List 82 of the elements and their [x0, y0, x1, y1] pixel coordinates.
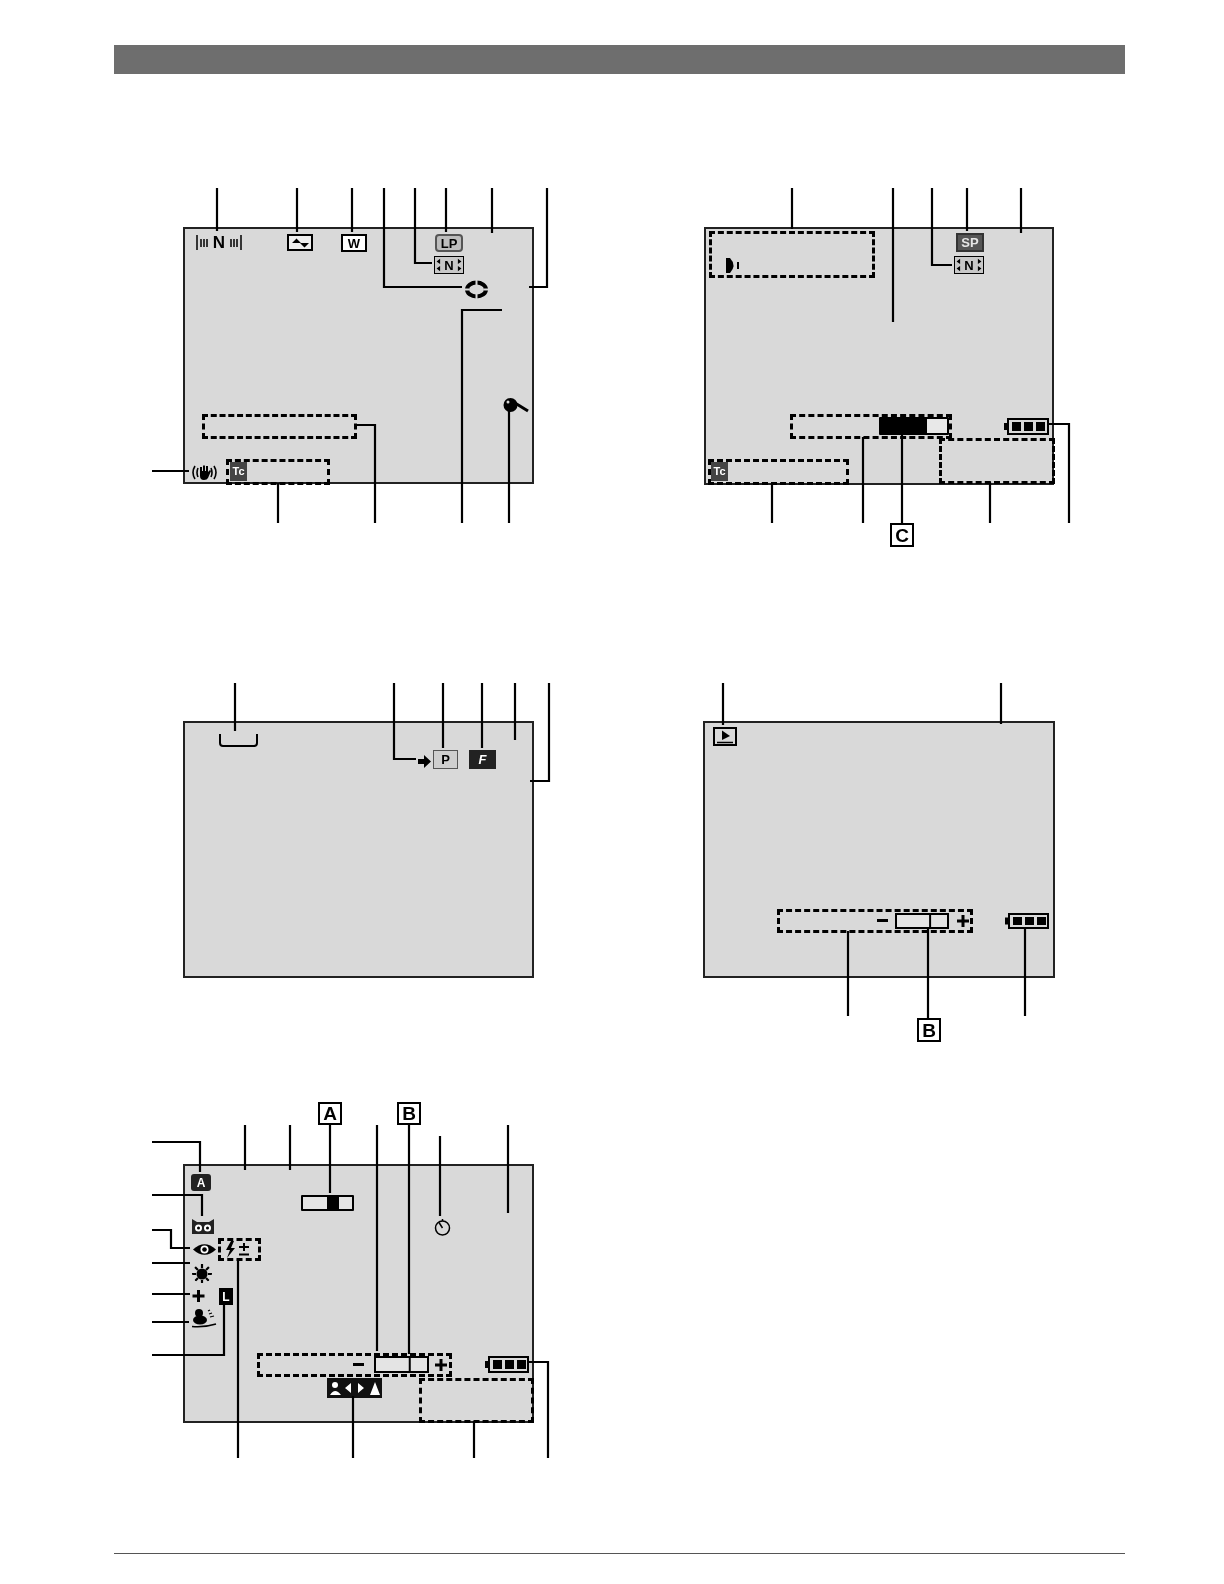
leader-line: [530, 683, 551, 783]
callout-letter: B: [397, 1102, 421, 1125]
leader-line: [770, 483, 774, 523]
leader-line: [152, 1292, 190, 1296]
indicator-icon: A: [191, 1174, 211, 1191]
leader-line: [152, 1320, 189, 1324]
dashed-frame: [226, 459, 330, 485]
leader-line: [441, 683, 445, 748]
leader-line: [506, 1125, 510, 1213]
leader-line: [152, 1140, 202, 1172]
leader-line: [930, 188, 952, 267]
leader-line: [407, 1125, 411, 1354]
leader-line: [152, 1228, 190, 1250]
leader-line: [152, 1193, 204, 1216]
indicator-icon: LP: [435, 234, 463, 252]
leader-line: [1023, 927, 1027, 1016]
indicator-icon: Tc: [711, 462, 728, 481]
leader-line: [988, 482, 992, 523]
lcd-screen: [703, 721, 1055, 978]
leader-line: [721, 683, 725, 725]
leader-line: [288, 1125, 292, 1170]
callout-letter: A: [318, 1102, 342, 1125]
leader-line: [480, 683, 484, 748]
leader-line: [790, 188, 794, 229]
leader-line: [236, 1259, 240, 1458]
lcd-screen: [183, 1164, 534, 1423]
lcd-screen: [704, 227, 1054, 485]
dashed-frame: [257, 1353, 452, 1377]
leader-line: [243, 1125, 247, 1170]
dashed-frame: [709, 231, 875, 278]
leader-line: [438, 1136, 442, 1216]
leader-line: [152, 1261, 190, 1265]
leader-line: [900, 433, 904, 523]
leader-line: [328, 1125, 332, 1193]
callout-letter: C: [890, 523, 914, 547]
leader-line: [351, 1396, 355, 1458]
leader-line: [350, 188, 354, 232]
leader-line: [529, 188, 549, 289]
lcd-screen: [183, 721, 534, 978]
leader-line: [444, 188, 448, 232]
leader-line: [1019, 188, 1023, 233]
dashed-frame: [777, 909, 973, 933]
leader-line: [295, 188, 299, 232]
indicator-icon: W: [341, 234, 367, 252]
leader-line: [152, 469, 189, 473]
leader-line: [382, 188, 462, 289]
lcd-screen: [183, 227, 534, 484]
indicator-icon: N: [954, 256, 984, 274]
leader-line: [527, 1360, 550, 1458]
callout-letter: B: [917, 1018, 941, 1042]
leader-line: [999, 683, 1003, 724]
leader-line: [965, 188, 969, 231]
dashed-frame: [939, 438, 1055, 484]
leader-line: [392, 683, 416, 761]
leader-line: [375, 1125, 379, 1351]
leader-line: [413, 188, 432, 265]
leader-line: [490, 188, 494, 233]
dashed-frame: [790, 414, 952, 439]
leader-line: [152, 1303, 226, 1357]
leader-line: [233, 683, 237, 731]
leader-line: [355, 423, 377, 523]
dashed-frame: [218, 1238, 261, 1261]
indicator-icon: P: [433, 750, 458, 769]
leader-line: [891, 188, 895, 322]
dashed-frame: [419, 1378, 534, 1423]
leader-line: [926, 927, 930, 1018]
dashed-frame: [708, 459, 849, 485]
leader-line: [846, 931, 850, 1016]
indicator-icon: F: [469, 750, 496, 769]
indicator-icon: N: [434, 256, 464, 274]
leader-line: [276, 483, 280, 523]
indicator-icon: L: [219, 1288, 233, 1305]
leader-line: [215, 188, 219, 231]
leader-line: [1047, 422, 1071, 523]
dashed-frame: [202, 414, 357, 439]
leader-line: [472, 1421, 476, 1458]
indicator-icon: SP: [956, 233, 984, 252]
leader-line: [513, 683, 517, 740]
leader-line: [507, 411, 511, 523]
indicator-icon: Tc: [230, 462, 247, 481]
leader-line: [861, 437, 865, 523]
leader-line: [460, 308, 502, 523]
